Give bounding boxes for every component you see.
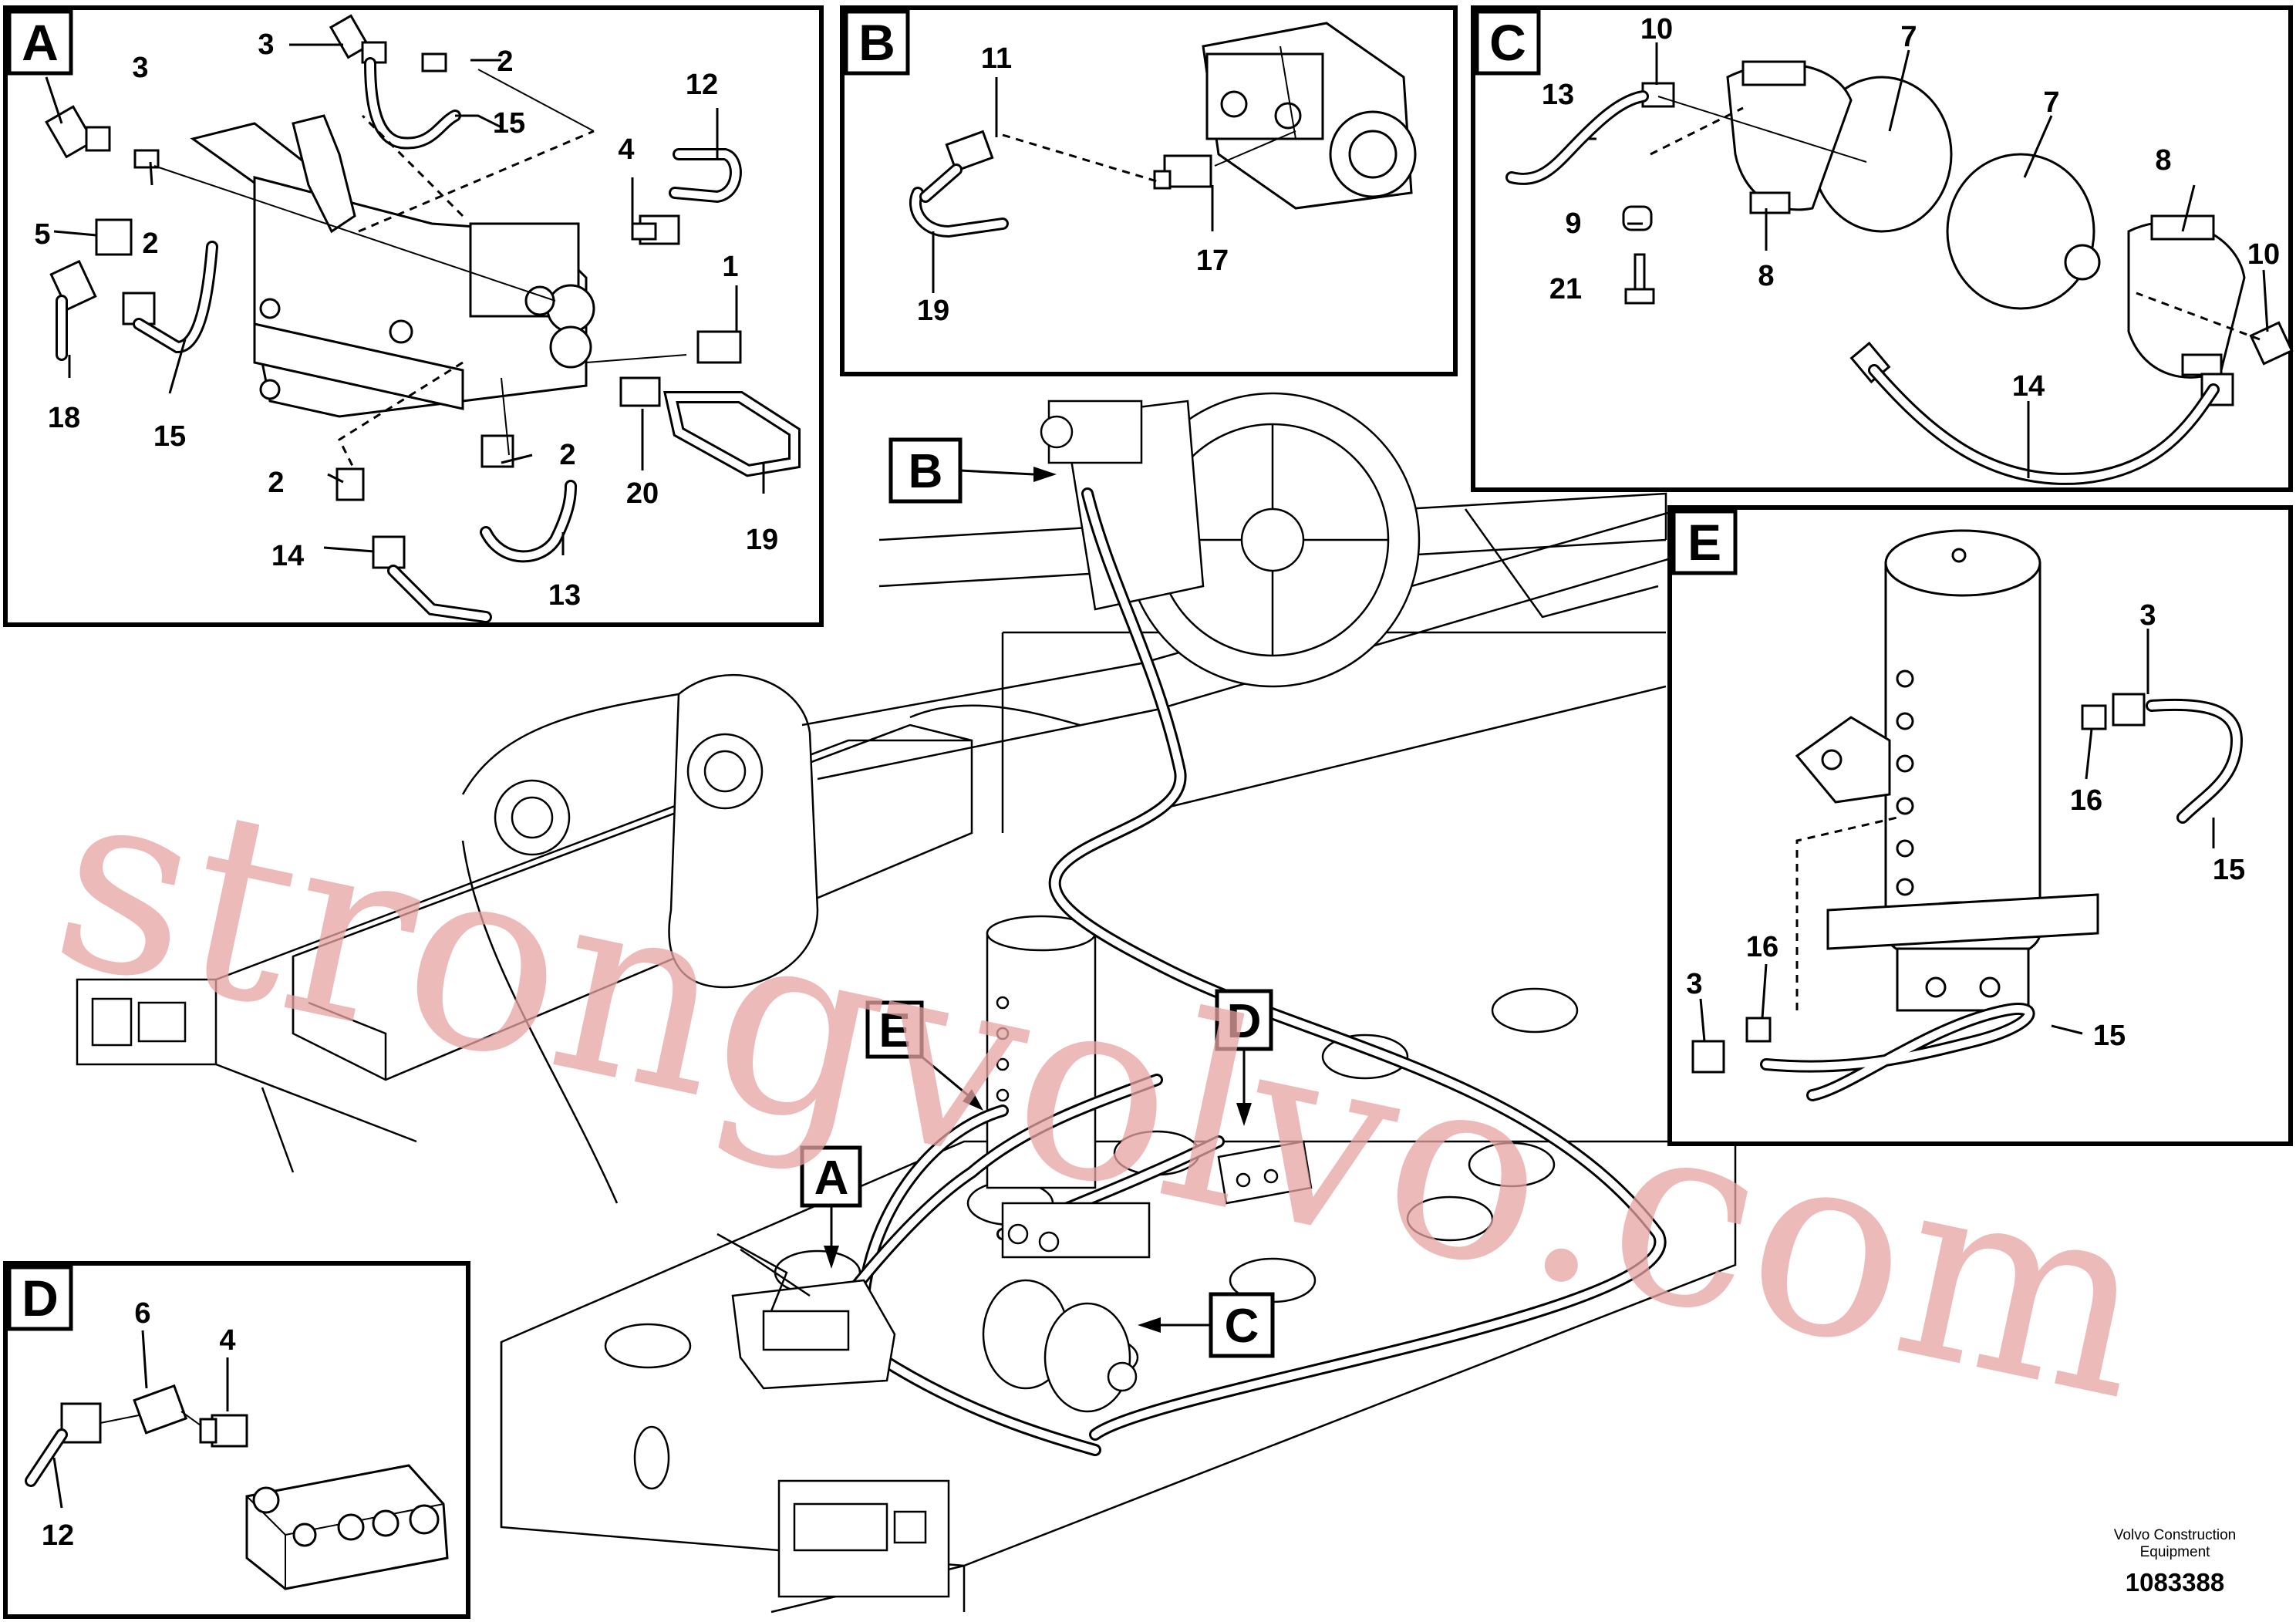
label-d-12: 12: [42, 1519, 74, 1552]
label-b-11: 11: [981, 42, 1012, 75]
panel-d: D 6 4 12: [3, 1261, 470, 1619]
label-c-10-right: 10: [2247, 238, 2280, 271]
callout-letter: B: [909, 445, 943, 498]
label-c-9: 9: [1565, 207, 1581, 240]
label-b-19: 19: [917, 295, 949, 327]
label-c-21: 21: [1549, 273, 1582, 305]
label-a-13: 13: [548, 579, 581, 612]
pilot-valve-drawing: [190, 114, 595, 418]
label-a-3-left: 3: [132, 52, 148, 84]
label-c-10-top: 10: [1640, 13, 1673, 46]
label-d-4: 4: [219, 1324, 235, 1357]
callout-letter: D: [1227, 995, 1262, 1048]
swivel-joint-drawing: [1795, 529, 2099, 1012]
label-a-2-bottom: 2: [268, 467, 284, 499]
label-a-2-left: 2: [142, 228, 158, 260]
label-a-2-top: 2: [497, 46, 513, 78]
panel-letter: D: [22, 1270, 59, 1327]
label-a-14: 14: [271, 540, 304, 572]
label-a-20: 20: [626, 477, 659, 510]
panel-a: A: [3, 5, 824, 627]
callout-letter: C: [1225, 1300, 1259, 1353]
label-e-3-bottom: 3: [1686, 968, 1702, 1000]
label-c-7-left: 7: [1900, 21, 1917, 53]
label-d-6: 6: [134, 1297, 150, 1330]
label-a-12: 12: [686, 69, 718, 101]
label-a-18: 18: [48, 402, 80, 434]
label-a-5: 5: [34, 218, 50, 251]
footer-drawing-number: 1083388: [2126, 1568, 2224, 1597]
callout-letter: E: [878, 1004, 910, 1057]
callout-d: D: [1215, 989, 1273, 1126]
callout-c: C: [1138, 1292, 1275, 1358]
panel-c: C 10 7 7 13 8 9 8 21: [1471, 5, 2294, 492]
footer-company-line1: Volvo Construction: [2114, 1527, 2236, 1543]
label-c-8-right: 8: [2155, 144, 2171, 177]
label-e-15-top: 15: [2213, 854, 2245, 886]
panel-letter: B: [858, 14, 895, 71]
panel-b: B 11 17 19: [840, 5, 1458, 376]
callout-letter: A: [814, 1152, 849, 1205]
valve-block-drawing: [245, 1464, 449, 1590]
callout-a: A: [800, 1145, 862, 1269]
label-c-8-left: 8: [1758, 260, 1774, 292]
main-assembly-drawing: [76, 392, 1737, 1614]
label-a-2-right: 2: [559, 439, 575, 471]
label-a-3-top: 3: [258, 29, 274, 61]
label-e-3-top: 3: [2139, 599, 2156, 632]
label-e-15-bottom: 15: [2093, 1020, 2126, 1052]
panel-letter: C: [1489, 14, 1526, 71]
label-a-15-top: 15: [493, 107, 525, 140]
fittings-a: [45, 14, 742, 569]
callout-b: B: [888, 437, 1057, 504]
label-e-16-top: 16: [2070, 784, 2102, 817]
label-c-13: 13: [1542, 79, 1574, 111]
panel-letter: E: [1687, 514, 1721, 571]
gear-pump-drawing: [1202, 22, 1417, 210]
footer: Volvo Construction Equipment 1083388: [2114, 1527, 2236, 1597]
label-a-4: 4: [618, 133, 634, 166]
label-c-7-right: 7: [2043, 86, 2059, 119]
panel-e: E 3 16 15 16: [1667, 505, 2293, 1146]
panel-a-labels: 3 2 3 15 12 4 5 2 1 18 15 2 20 2 14 19 1…: [34, 29, 778, 612]
label-b-17: 17: [1196, 244, 1229, 277]
panel-letter: A: [22, 14, 59, 71]
footer-company-line2: Equipment: [2140, 1544, 2211, 1560]
label-e-16-bottom: 16: [1746, 931, 1778, 963]
label-a-1: 1: [722, 251, 738, 283]
label-a-15-bottom: 15: [153, 420, 186, 453]
callout-e: E: [865, 1000, 983, 1111]
label-a-19: 19: [746, 524, 778, 556]
label-c-14: 14: [2012, 370, 2045, 403]
